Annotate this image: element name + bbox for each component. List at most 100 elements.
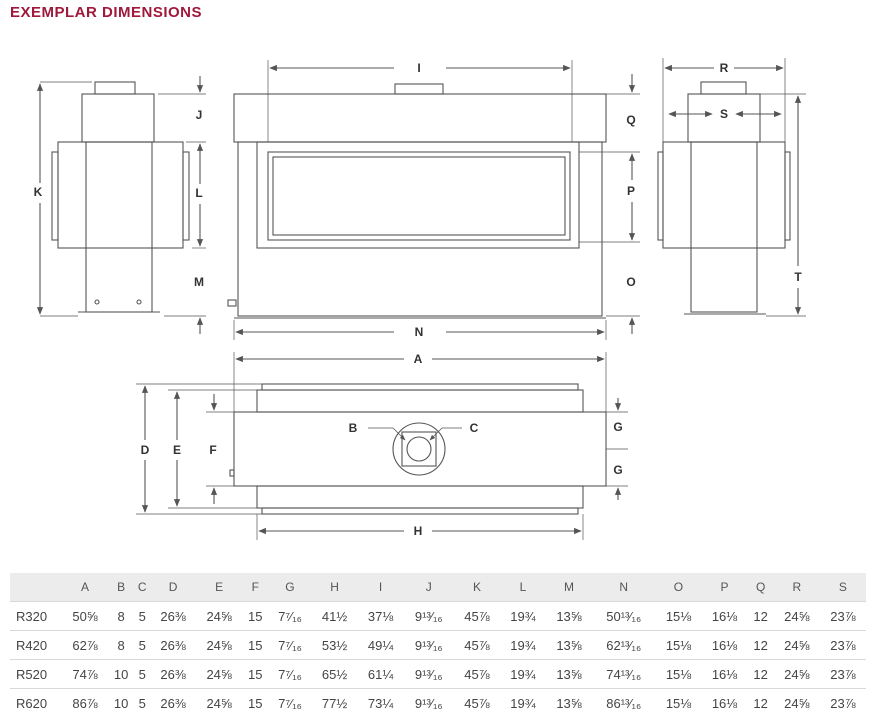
table-cell: 5 <box>138 608 146 624</box>
table-cell: 15⅛ <box>665 608 692 624</box>
table-cell: 10 <box>113 695 129 711</box>
table-cell: 13⅝ <box>556 637 582 653</box>
label-C: C <box>470 421 479 435</box>
table-cell: 26⅜ <box>160 608 186 624</box>
column-header: E <box>215 580 224 594</box>
table-cell: 13⅝ <box>556 666 582 682</box>
table-cell: 45⅞ <box>464 695 490 711</box>
label-O: O <box>626 275 635 289</box>
table-cell: 12 <box>753 637 768 653</box>
column-header: H <box>330 580 339 594</box>
column-header <box>10 573 62 602</box>
column-header: F <box>251 580 259 594</box>
table-cell: 49¼ <box>367 637 394 653</box>
table-cell: 19¾ <box>510 695 536 711</box>
table-cell: 77½ <box>321 695 348 711</box>
column-header: I <box>378 580 383 594</box>
label-N: N <box>415 325 424 339</box>
column-header: O <box>673 580 684 594</box>
column-header: L <box>519 580 527 594</box>
label-I: I <box>417 61 420 75</box>
table-cell: 62⅞ <box>72 637 98 653</box>
table-cell: 24⅝ <box>784 666 810 682</box>
table-cell: 12 <box>753 695 768 711</box>
label-S: S <box>720 107 728 121</box>
table-cell: 7⁷⁄₁₆ <box>278 695 302 711</box>
table-cell: 73¼ <box>367 695 394 711</box>
column-header: A <box>81 580 90 594</box>
table-cell: 5 <box>138 666 146 682</box>
column-header: D <box>168 580 178 594</box>
label-D: D <box>141 443 150 457</box>
label-J: J <box>196 108 203 122</box>
label-E: E <box>173 443 181 457</box>
table-cell: 26⅜ <box>160 666 186 682</box>
table-cell: 45⅞ <box>464 637 490 653</box>
table-cell: 15 <box>248 695 263 711</box>
column-header: N <box>619 580 629 594</box>
table-cell: 15⅛ <box>665 695 692 711</box>
table-cell: 24⅝ <box>784 695 810 711</box>
table-cell: 86⅞ <box>72 695 98 711</box>
model-name-cell: R320 <box>16 608 48 624</box>
table-cell: 5 <box>138 637 146 653</box>
column-header: B <box>117 580 126 594</box>
table-cell: 15⅛ <box>665 637 692 653</box>
page-title: EXEMPLAR DIMENSIONS <box>10 4 203 21</box>
label-F: F <box>209 443 216 457</box>
table-cell: 26⅜ <box>160 637 186 653</box>
label-M: M <box>194 275 204 289</box>
table-cell: 13⅝ <box>556 695 582 711</box>
table-cell: 74⅞ <box>72 666 98 682</box>
table-cell: 74¹³⁄₁₆ <box>606 666 642 682</box>
table-cell: 24⅝ <box>206 608 232 624</box>
dimensions-table: A B C D E F G H I J K L M N O P Q R S R3… <box>10 573 866 717</box>
table-cell: 45⅞ <box>464 608 490 624</box>
model-name-cell: R620 <box>16 695 48 711</box>
label-B: B <box>349 421 358 435</box>
table-cell: 24⅝ <box>784 637 810 653</box>
label-L: L <box>195 186 202 200</box>
column-header: Q <box>755 580 766 594</box>
table-cell: 9¹³⁄₁₆ <box>414 637 443 653</box>
table-cell: 12 <box>753 608 768 624</box>
table-cell: 23⅞ <box>830 695 856 711</box>
table-cell: 62¹³⁄₁₆ <box>606 637 642 653</box>
label-P: P <box>627 184 635 198</box>
column-header: G <box>285 580 295 594</box>
label-R: R <box>720 61 729 75</box>
top-view <box>136 352 628 540</box>
table-cell: 15 <box>248 666 263 682</box>
table-cell: 24⅝ <box>206 637 232 653</box>
label-H: H <box>414 524 423 538</box>
table-cell: 15 <box>248 608 263 624</box>
right-side-view <box>657 58 806 317</box>
table-cell: 15 <box>248 637 263 653</box>
table-cell: 26⅜ <box>160 695 186 711</box>
model-name-cell: R520 <box>16 666 48 682</box>
table-cell: 45⅞ <box>464 666 490 682</box>
table-cell: 10 <box>113 666 129 682</box>
table-cell: 9¹³⁄₁₆ <box>414 695 443 711</box>
label-A: A <box>414 352 423 366</box>
column-header: K <box>472 580 481 594</box>
table-header-row: A B C D E F G H I J K L M N O P Q R S <box>10 573 866 602</box>
table-cell: 23⅞ <box>830 666 856 682</box>
dimension-labels: I J K L M N Q P O R S T A B C D E F G G … <box>34 61 803 538</box>
column-header: C <box>137 580 147 594</box>
table-cell: 86¹³⁄₁₆ <box>606 695 642 711</box>
table-cell: 19¾ <box>510 666 536 682</box>
left-side-view <box>36 76 206 334</box>
label-G-lower: G <box>613 463 622 477</box>
column-header: R <box>792 580 802 594</box>
column-header: P <box>720 580 729 594</box>
table-cell: 9¹³⁄₁₆ <box>414 608 443 624</box>
table-cell: 9¹³⁄₁₆ <box>414 666 443 682</box>
table-cell: 65½ <box>321 666 348 682</box>
table-cell: 8 <box>117 637 125 653</box>
table-cell: 13⅝ <box>556 608 582 624</box>
